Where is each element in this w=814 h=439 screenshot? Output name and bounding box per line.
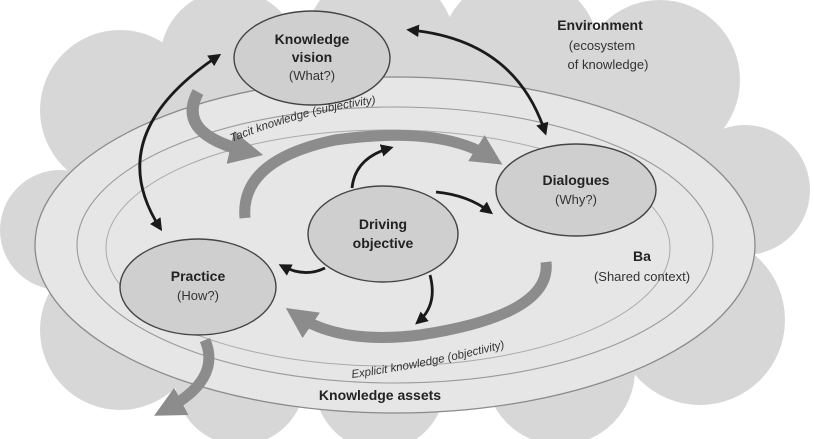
dialogues-title: Dialogues xyxy=(543,172,610,188)
dialogues-question: (Why?) xyxy=(555,192,597,207)
practice-title: Practice xyxy=(171,268,226,284)
dialogues-node: Dialogues (Why?) xyxy=(495,143,657,237)
gray-arrow-tacit-sweep xyxy=(239,129,503,219)
driving-objective-node: Driving objective xyxy=(307,185,459,283)
arrow-vision-environment xyxy=(406,24,549,136)
driving-objective-line-2: objective xyxy=(353,235,414,251)
knowledge-assets-label: Knowledge assets xyxy=(319,387,441,403)
knowledge-vision-title-2: vision xyxy=(292,49,332,65)
arrow-vision-practice xyxy=(138,53,222,232)
arrow-objective-up xyxy=(350,144,394,189)
knowledge-vision-node: Knowledge vision (What?) xyxy=(233,10,391,106)
ba-ellipse-inner xyxy=(76,106,714,384)
driving-objective-line-1: Driving xyxy=(359,216,407,232)
ba-subtitle: (Shared context) xyxy=(594,269,690,284)
gray-arrow-to-assets xyxy=(154,337,215,416)
environment-title: Environment xyxy=(557,17,643,33)
arrow-objective-left xyxy=(278,264,326,276)
practice-question: (How?) xyxy=(177,288,219,303)
arrow-objective-right xyxy=(435,190,493,215)
environment-subtitle-1: (ecosystem xyxy=(569,38,635,53)
gray-arrow-explicit-sweep xyxy=(285,261,552,343)
arrow-objective-down xyxy=(415,274,434,325)
knowledge-vision-question: (What?) xyxy=(289,68,335,83)
practice-node: Practice (How?) xyxy=(119,238,277,336)
knowledge-vision-title-1: Knowledge xyxy=(275,31,350,47)
ba-title: Ba xyxy=(633,248,651,264)
environment-subtitle-2: of knowledge) xyxy=(568,57,649,72)
